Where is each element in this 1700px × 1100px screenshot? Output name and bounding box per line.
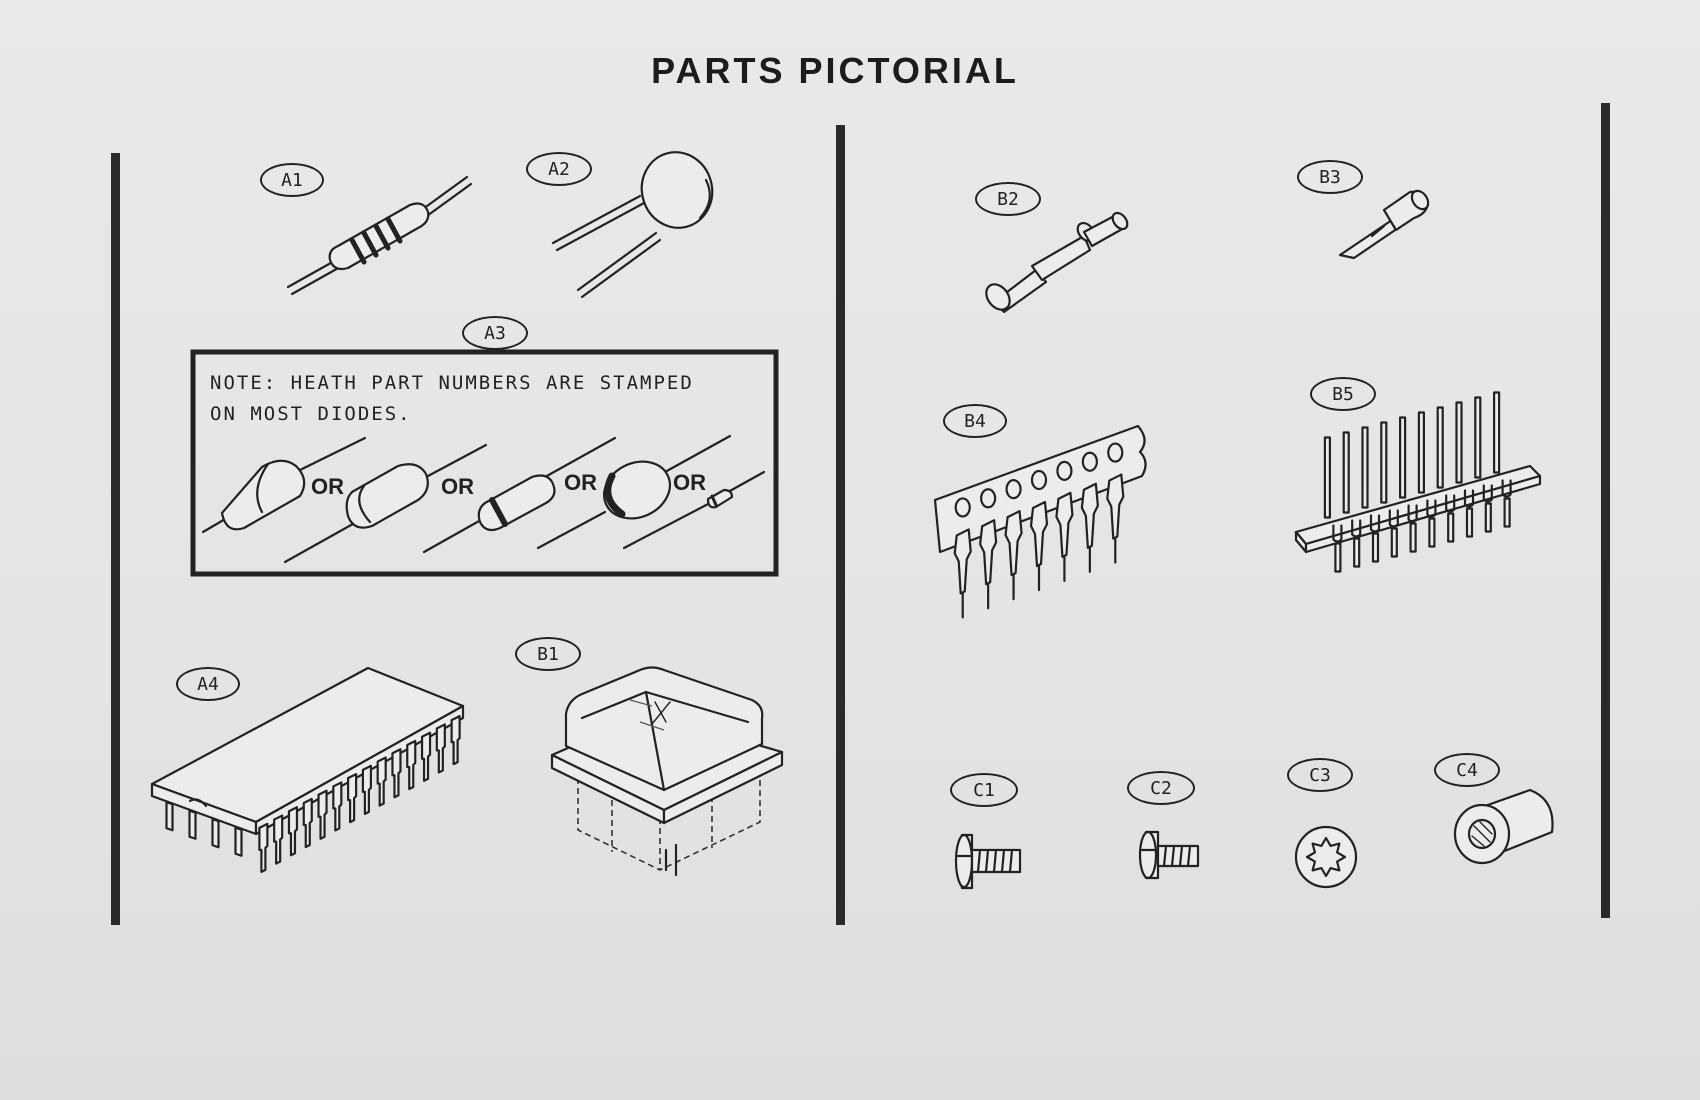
page-title: PARTS PICTORIAL — [651, 50, 1019, 91]
tag-a2: A2 — [526, 152, 592, 186]
tag-c4: C4 — [1434, 753, 1500, 787]
right-border-bar — [1601, 103, 1610, 918]
diode-note-line-2: ON MOST DIODES. — [210, 403, 412, 425]
screw-icon — [1138, 830, 1200, 880]
tag-a4: A4 — [176, 667, 240, 701]
or-label: OR — [564, 470, 597, 495]
tag-c3: C3 — [1287, 758, 1353, 792]
header-strip-icon — [933, 424, 1147, 619]
tag-a1: A1 — [260, 163, 324, 197]
tag-b2: B2 — [975, 182, 1041, 216]
ic-chip-icon — [150, 666, 465, 873]
or-label: OR — [673, 470, 706, 495]
lockwasher-icon — [1294, 825, 1358, 889]
diode-note-line-1: NOTE: HEATH PART NUMBERS ARE STAMPED — [210, 372, 694, 394]
diode-icon — [201, 434, 766, 564]
keyswitch-icon — [550, 666, 784, 877]
or-label: OR — [441, 474, 474, 499]
diode-note-box — [190, 349, 779, 577]
pin-icon — [985, 211, 1129, 314]
center-divider-bar — [836, 125, 845, 925]
tag-b5: B5 — [1310, 377, 1376, 411]
tag-b4: B4 — [943, 404, 1007, 438]
tag-c1: C1 — [950, 773, 1018, 807]
screw-icon — [954, 833, 1022, 890]
diode-note: NOTE: HEATH PART NUMBERS ARE STAMPED ON … — [210, 368, 770, 430]
pin-header-icon — [1294, 391, 1542, 573]
tag-b3: B3 — [1297, 160, 1363, 194]
spacer-icon — [1453, 788, 1554, 865]
resistor-icon — [286, 175, 473, 296]
tag-b1: B1 — [515, 637, 581, 671]
tag-c2: C2 — [1127, 771, 1195, 805]
or-label: OR — [311, 474, 344, 499]
tag-a3: A3 — [462, 316, 528, 350]
disc-capacitor-icon — [551, 151, 714, 299]
left-border-bar — [111, 153, 120, 925]
solder-pin-icon — [1338, 189, 1430, 260]
